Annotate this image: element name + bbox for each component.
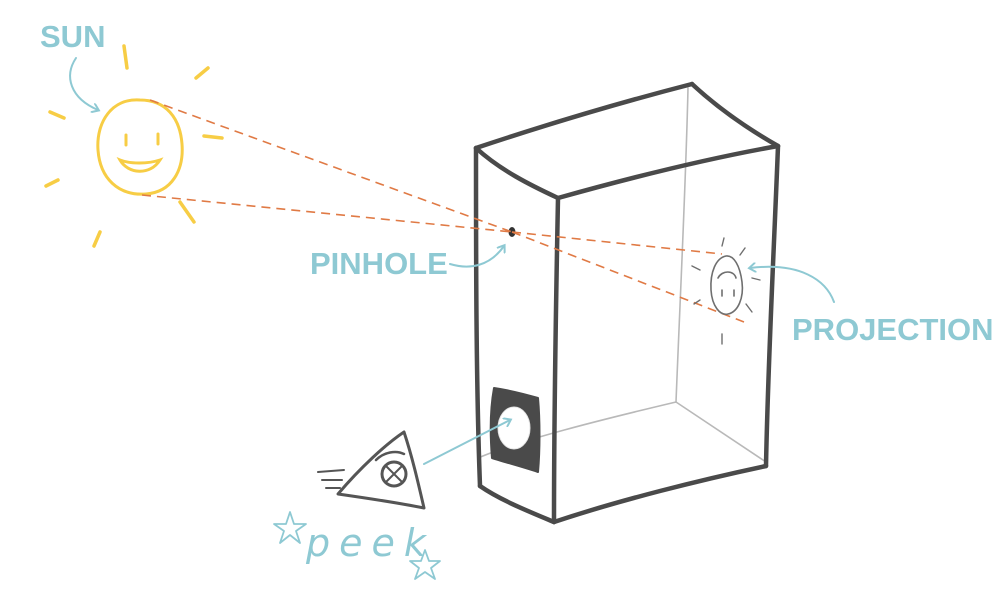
eye-icon [317,430,426,510]
projection-image [691,237,761,345]
ray-bottom [141,194,513,233]
viewing-hole [489,387,541,473]
sun-mouth [116,157,164,173]
light-rays [141,99,745,323]
eye-pupil [385,465,403,483]
eye-outline [336,430,426,510]
ray-top-projected [511,231,723,255]
pinhole-label: PINHOLE [310,246,448,281]
box-outer-edges [473,81,781,525]
eye-motion-lines [317,469,345,489]
projection-arrow [750,267,835,303]
sun-label: SUN [40,19,105,54]
projection-label: PROJECTION [792,312,994,347]
ray-top [149,99,513,233]
star-left-icon [273,511,307,544]
sun-rays [44,44,224,248]
projection-face [710,255,744,315]
projection-rays [691,237,761,345]
sun-arrow [69,57,98,110]
star-right-icon [409,549,441,580]
ray-bottom-projected [511,231,745,323]
eye-iris [380,460,408,488]
peek-label: peek [305,521,435,565]
peek-arrow [423,420,510,465]
label-arrows [69,57,835,465]
eye-lid [374,450,406,462]
peek-stars [273,511,441,580]
projection-mouth [717,271,737,279]
pinhole-arrow [449,246,504,268]
pinhole-box [473,81,781,525]
sun-icon [44,44,224,248]
sun-face [96,98,184,196]
